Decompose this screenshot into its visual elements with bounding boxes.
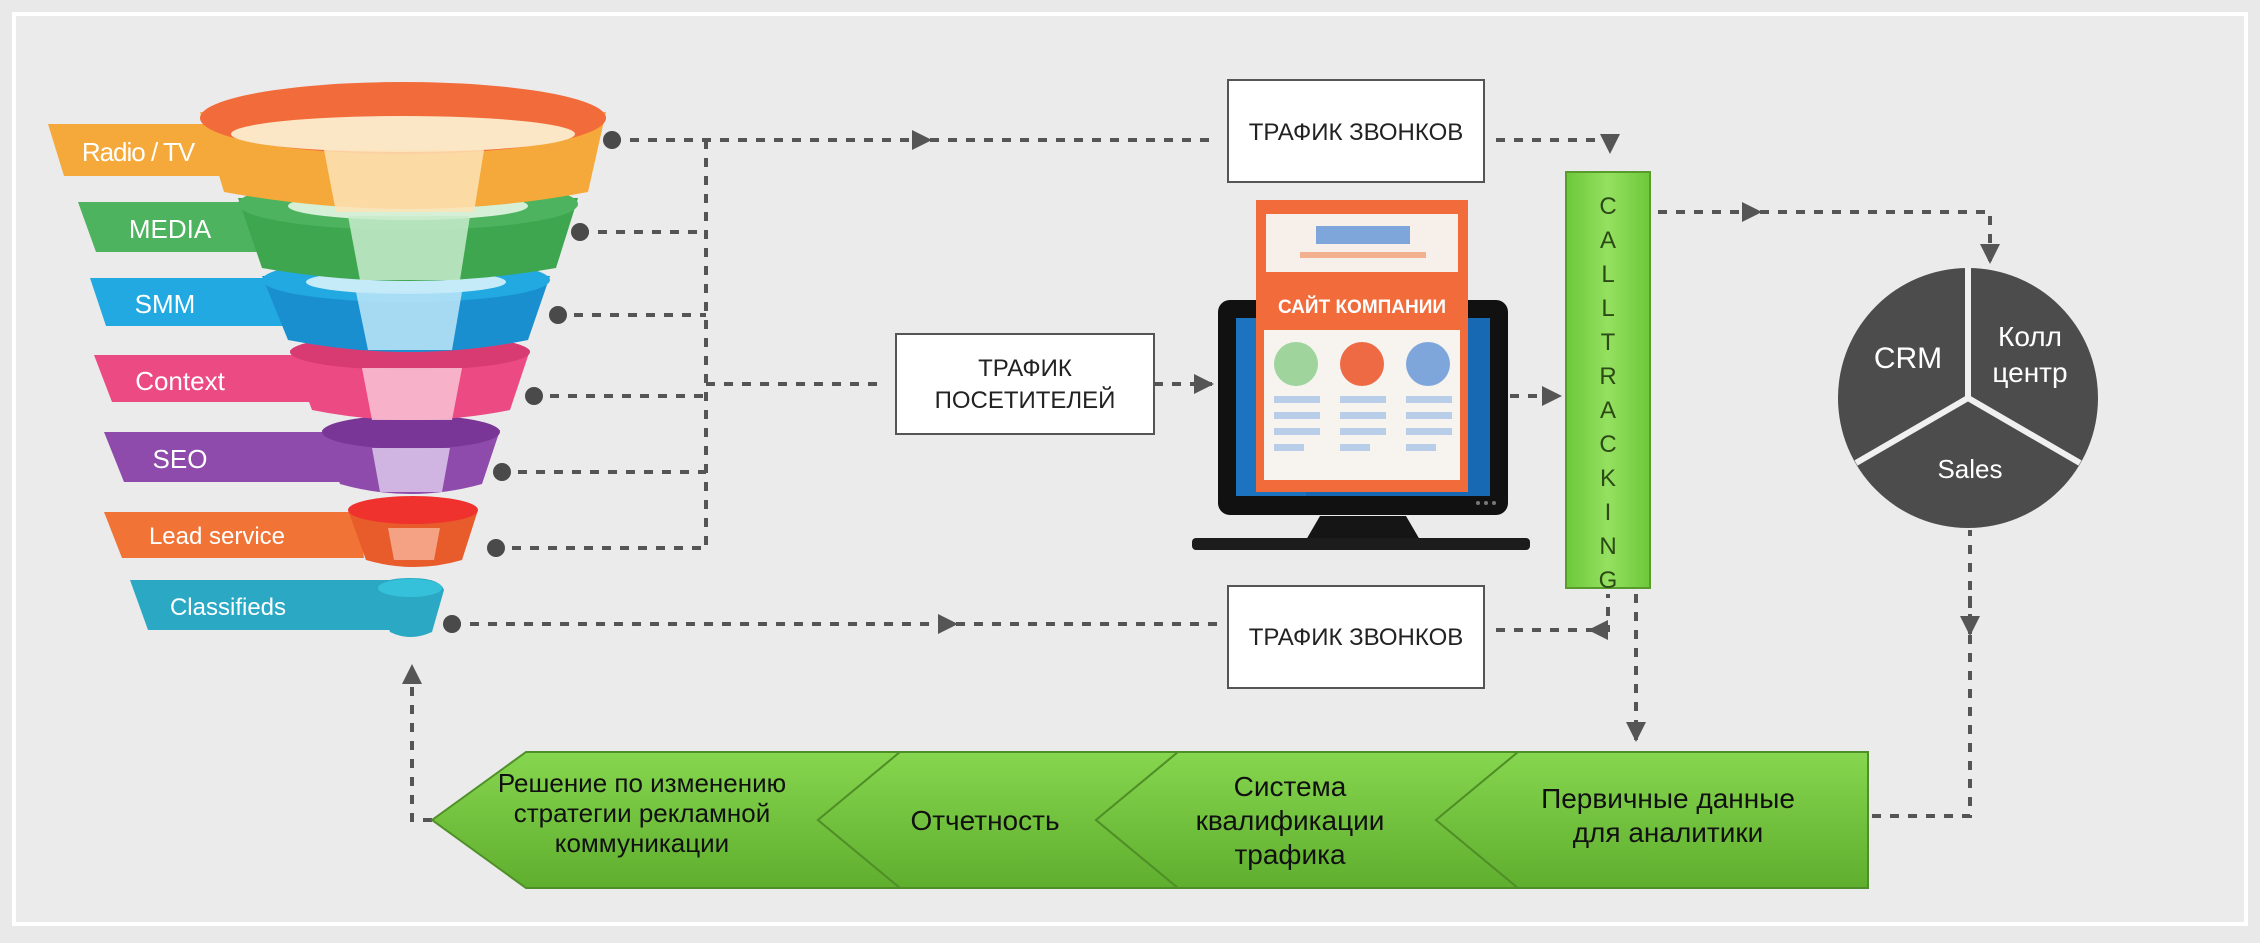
channel-tag-smm (90, 278, 288, 326)
calltracking-letter: K (1600, 465, 1616, 492)
process-flow: Решение по изменению стратегии рекламной… (430, 751, 1869, 889)
funnel-level-classifieds: Classifieds (130, 578, 444, 637)
monitor-stand (1306, 516, 1420, 540)
primary-data-label-line2: для аналитики (1573, 817, 1764, 848)
calltracking-letter: L (1601, 295, 1614, 322)
traffic-visitors-label-line2: ПОСЕТИТЕЛЕЙ (935, 386, 1116, 414)
channel-tag-context (94, 355, 318, 402)
funnel-level-seo: SEO (104, 415, 500, 494)
traffic-visitors-box: ТРАФИК ПОСЕТИТЕЛЕЙ (895, 333, 1155, 435)
call-center-label-line2: центр (1992, 357, 2067, 388)
calltracking-letter: A (1600, 227, 1616, 254)
calltracking-letter: A (1600, 397, 1616, 424)
traffic-calls-bottom-label: ТРАФИК ЗВОНКОВ (1249, 624, 1464, 651)
calltracking-letter: N (1599, 533, 1616, 560)
calltracking-letter: L (1601, 261, 1614, 288)
calltracking-letter: C (1599, 193, 1616, 220)
decision-label-line1: Решение по изменению (498, 768, 786, 798)
crm-label: CRM (1874, 342, 1942, 375)
qualification-label-line1: Система (1234, 771, 1347, 802)
channel-label-lead-service: Lead service (149, 523, 285, 550)
funnel-connectors (402, 130, 2000, 822)
funnel-level-lead-service: Lead service (104, 496, 478, 567)
channel-label-smm: SMM (135, 289, 196, 319)
channel-tag-radio-tv (48, 124, 238, 176)
channel-label-classifieds: Classifieds (170, 594, 286, 621)
website-page: САЙТ КОМПАНИИ (1256, 200, 1468, 492)
connector-calls-to-calltracking-top (1496, 134, 1620, 154)
qualification-label-line2: квалификации (1196, 805, 1385, 836)
decision-label-line3: коммуникации (555, 828, 729, 858)
traffic-calls-bottom-box: ТРАФИК ЗВОНКОВ (1227, 585, 1485, 689)
reporting-label: Отчетность (910, 805, 1059, 836)
channel-label-context: Context (135, 366, 225, 396)
channel-label-seo: SEO (153, 444, 208, 474)
company-website-monitor: САЙТ КОМПАНИИ (1192, 200, 1530, 550)
qualification-label-line3: трафика (1234, 839, 1346, 870)
traffic-calls-top-box: ТРАФИК ЗВОНКОВ (1227, 79, 1485, 183)
calltracking-letter: R (1599, 363, 1616, 390)
channel-tag-media (78, 202, 268, 252)
call-center-label-line1: Колл (1998, 321, 2062, 352)
calltracking-letter: C (1599, 431, 1616, 458)
channel-tag-lead-service (104, 512, 364, 558)
monitor-base (1192, 538, 1530, 550)
funnel-level-radio-tv: Radio / TV (48, 82, 606, 212)
decision-label-line2: стратегии рекламной (514, 798, 771, 828)
primary-data-label-line1: Первичные данные (1541, 783, 1795, 814)
connector-dots (443, 131, 621, 633)
channel-tag-classifieds (130, 580, 398, 630)
traffic-visitors-label-line1: ТРАФИК (978, 355, 1072, 382)
crm-circle: CRM Колл центр Sales (1838, 268, 2098, 528)
traffic-calls-top-label: ТРАФИК ЗВОНКОВ (1249, 119, 1464, 146)
connector-decision-to-funnel (402, 664, 432, 822)
calltracking-letter: T (1601, 329, 1616, 356)
calltracking-letter: I (1605, 499, 1612, 526)
marketing-funnel: Classifieds Lead service SEO Context (48, 82, 606, 637)
calltracking-letter: G (1599, 567, 1618, 594)
process-step-primary-data (1434, 751, 1869, 889)
website-banner: САЙТ КОМПАНИИ (1278, 296, 1446, 318)
channel-label-media: MEDIA (129, 214, 212, 244)
sales-label: Sales (1937, 454, 2002, 484)
channel-label-radio-tv: Radio / TV (82, 137, 196, 167)
channel-tag-seo (104, 432, 346, 482)
